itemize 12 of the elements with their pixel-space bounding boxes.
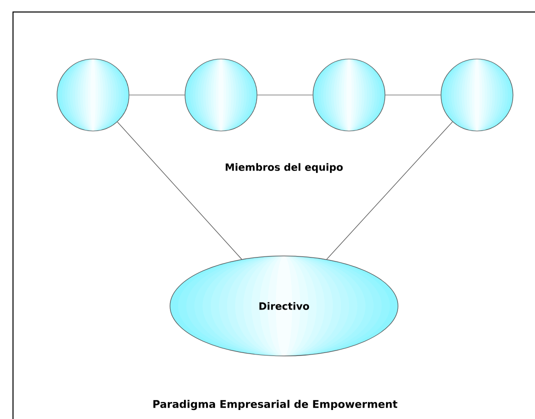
caption: Paradigma Empresarial de Empowerment [153,400,398,410]
circle-node [440,58,514,132]
connector-line [385,94,441,96]
connector-line [129,94,185,96]
circle-node [56,58,130,132]
group-label: Miembros del equipo [226,163,343,173]
connector-line [326,121,453,260]
circle-node [312,58,386,132]
connector-line [257,94,313,96]
circle-node [184,58,258,132]
ellipse-node: Directivo [170,256,398,356]
connector-line [117,122,242,260]
